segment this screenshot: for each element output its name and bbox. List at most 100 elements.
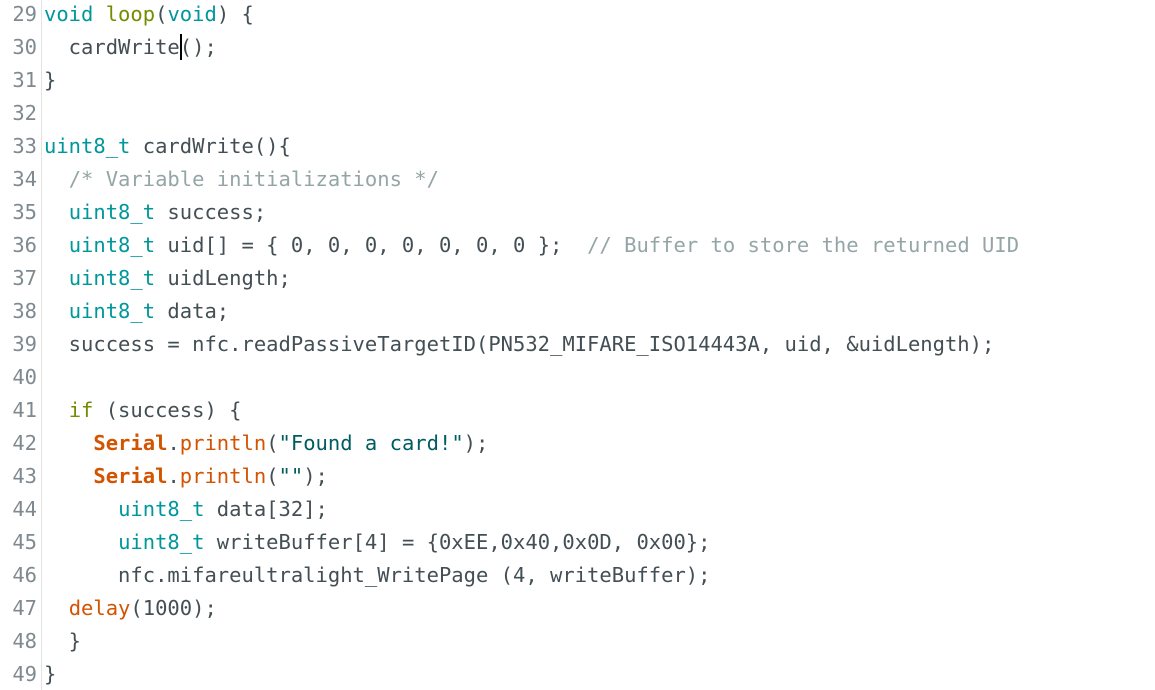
code-token-plain: writeBuffer[4] = {0xEE,0x40,0x0D, 0x00};	[204, 530, 711, 554]
line-code: uint8_t cardWrite(){	[44, 134, 291, 158]
line-number: 46	[12, 563, 37, 587]
gutter-divider	[41, 0, 42, 690]
code-line[interactable]: 35 uint8_t success;	[0, 196, 266, 229]
code-token-type: uint8_t	[118, 530, 205, 554]
code-token-core: delay	[68, 596, 131, 620]
line-code: cardWrite();	[44, 34, 217, 60]
code-token-str: "Found a card!"	[278, 431, 464, 455]
code-token-plain: (	[155, 2, 168, 26]
code-token-plain: (success) {	[93, 398, 242, 422]
line-code: Serial.println("Found a card!");	[44, 431, 488, 455]
code-token-comment: // Buffer to store the returned UID	[587, 233, 1020, 257]
code-line[interactable]: 32	[0, 97, 44, 130]
line-code: uint8_t success;	[44, 200, 267, 224]
line-code: uint8_t uidLength;	[44, 266, 291, 290]
code-token-plain: (1000);	[130, 596, 217, 620]
line-code: uint8_t data[32];	[44, 497, 328, 521]
code-token-plain: uidLength;	[155, 266, 291, 290]
code-line[interactable]: 37 uint8_t uidLength;	[0, 262, 291, 295]
code-line[interactable]: 48 }	[0, 625, 81, 658]
line-number: 44	[12, 497, 37, 521]
line-number: 41	[12, 398, 37, 422]
code-token-type: uint8_t	[68, 299, 156, 323]
line-code: Serial.println("");	[44, 464, 328, 488]
line-code: }	[44, 68, 56, 92]
line-code: void loop(void) {	[44, 2, 254, 26]
code-line[interactable]: 30 cardWrite();	[0, 31, 217, 64]
code-token-plain: );	[463, 431, 489, 455]
code-token-plain	[44, 299, 69, 323]
code-line[interactable]: 42 Serial.println("Found a card!");	[0, 427, 488, 460]
code-line[interactable]: 46 nfc.mifareultralight_WritePage (4, wr…	[0, 559, 710, 592]
code-token-plain: }	[44, 68, 57, 92]
code-token-plain: (	[266, 464, 279, 488]
line-code: }	[44, 629, 81, 653]
code-token-plain: ();	[179, 35, 217, 59]
code-token-plain	[44, 596, 69, 620]
code-line[interactable]: 38 uint8_t data;	[0, 295, 229, 328]
code-token-type: uint8_t	[68, 266, 156, 290]
line-number: 30	[12, 35, 37, 59]
line-code: success = nfc.readPassiveTargetID(PN532_…	[44, 332, 995, 356]
code-token-plain: .	[167, 431, 180, 455]
code-line[interactable]: 34 /* Variable initializations */	[0, 163, 439, 196]
code-token-plain	[44, 266, 69, 290]
code-token-plain: success = nfc.readPassiveTargetID(PN532_…	[44, 332, 995, 356]
line-code: if (success) {	[44, 398, 242, 422]
code-token-type: uint8_t	[44, 134, 131, 158]
code-line[interactable]: 41 if (success) {	[0, 394, 241, 427]
code-line[interactable]: 49}	[0, 658, 56, 690]
code-line[interactable]: 36 uint8_t uid[] = { 0, 0, 0, 0, 0, 0, 0…	[0, 229, 1019, 262]
code-token-type: uint8_t	[118, 497, 205, 521]
line-number: 45	[12, 530, 37, 554]
code-token-core: println	[179, 431, 267, 455]
code-token-str: ""	[278, 464, 304, 488]
code-token-ctrl: if	[68, 398, 94, 422]
code-token-plain: );	[303, 464, 328, 488]
line-number: 42	[12, 431, 37, 455]
line-number: 43	[12, 464, 37, 488]
code-line[interactable]: 43 Serial.println("");	[0, 460, 328, 493]
code-token-plain: .	[167, 464, 180, 488]
line-code: uint8_t data;	[44, 299, 229, 323]
code-line[interactable]: 47 delay(1000);	[0, 592, 217, 625]
line-number: 47	[12, 596, 37, 620]
code-line[interactable]: 45 uint8_t writeBuffer[4] = {0xEE,0x40,0…	[0, 526, 711, 559]
code-token-plain: data;	[155, 299, 230, 323]
code-token-core: println	[179, 464, 267, 488]
code-token-plain: }	[44, 629, 82, 653]
line-number: 38	[12, 299, 37, 323]
code-token-plain: ) {	[216, 2, 254, 26]
line-number: 34	[12, 167, 37, 191]
code-token-plain: nfc.mifareultralight_WritePage (4, write…	[44, 563, 711, 587]
code-line[interactable]: 31}	[0, 64, 56, 97]
text-cursor	[179, 34, 182, 60]
code-token-plain	[44, 464, 93, 488]
code-line[interactable]: 44 uint8_t data[32];	[0, 493, 328, 526]
code-token-plain	[44, 200, 69, 224]
code-token-plain	[44, 530, 118, 554]
code-token-plain	[44, 431, 93, 455]
line-number: 32	[12, 101, 37, 125]
code-token-plain	[44, 233, 69, 257]
code-token-plain	[44, 398, 69, 422]
line-code: }	[44, 662, 56, 686]
line-number: 48	[12, 629, 37, 653]
code-token-plain: (	[266, 431, 279, 455]
code-line[interactable]: 39 success = nfc.readPassiveTargetID(PN5…	[0, 328, 994, 361]
code-token-plain: uid[] = { 0, 0, 0, 0, 0, 0, 0 };	[155, 233, 588, 257]
code-token-ctrl: loop	[105, 2, 156, 26]
code-token-plain: cardWrite(){	[130, 134, 291, 158]
line-number: 40	[12, 365, 37, 389]
line-number: 37	[12, 266, 37, 290]
line-number: 31	[12, 68, 37, 92]
code-line[interactable]: 40	[0, 361, 44, 394]
code-token-plain	[44, 497, 118, 521]
line-code: uint8_t writeBuffer[4] = {0xEE,0x40,0x0D…	[44, 530, 711, 554]
code-token-type: uint8_t	[68, 233, 156, 257]
code-line[interactable]: 29 void loop(void) {	[0, 0, 254, 31]
line-number: 29	[12, 2, 37, 26]
code-token-plain: success;	[155, 200, 267, 224]
